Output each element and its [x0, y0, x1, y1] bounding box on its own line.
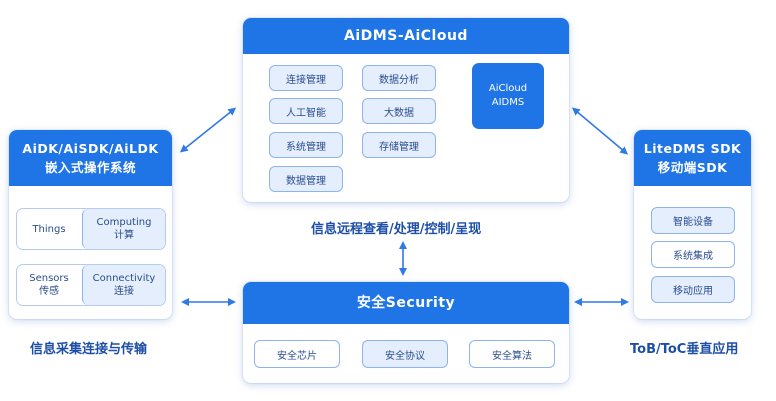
cloud-item-bigdata: 大数据	[362, 98, 436, 124]
left-header: AiDK/AiSDK/AiLDK 嵌入式操作系统	[9, 130, 172, 186]
connectivity-label-en: Connectivity	[92, 273, 156, 284]
cloud-item-data: 数据管理	[269, 166, 343, 192]
left-box: AiDK/AiSDK/AiLDK 嵌入式操作系统 Things Computin…	[9, 130, 172, 319]
sensors-label-zh: 传感	[39, 286, 59, 297]
cloud-item-storage: 存储管理	[362, 132, 436, 158]
cloud-side-line1: AiCloud	[488, 83, 528, 94]
cloud-item-connection: 连接管理	[269, 65, 343, 91]
left-title-line2: 嵌入式操作系统	[44, 160, 136, 175]
security-item-protocol: 安全协议	[362, 340, 448, 368]
connectivity-cell: Connectivity 连接	[82, 265, 165, 305]
right-caption: ToB/ToC垂直应用	[630, 342, 739, 357]
things-label: Things	[32, 223, 66, 235]
computing-label-en: Computing	[96, 217, 152, 228]
sensors-cell: Sensors 传感	[17, 265, 81, 305]
security-item-chip: 安全芯片	[254, 340, 340, 368]
right-title-line2: 移动端SDK	[657, 160, 728, 175]
right-item-integration: 系统集成	[651, 241, 735, 268]
left-pair-sensors: Sensors 传感 Connectivity 连接	[16, 264, 166, 306]
cloud-title: AiDMS-AiCloud	[243, 18, 569, 54]
computing-cell: Computing 计算	[82, 209, 165, 249]
cloud-item-ai: 人工智能	[269, 98, 343, 124]
sensors-label-en: Sensors	[29, 273, 69, 284]
left-title-line1: AiDK/AiSDK/AiLDK	[22, 141, 159, 156]
right-item-mobile-app: 移动应用	[651, 276, 735, 303]
cloud-side-line2: AIDMS	[491, 97, 525, 108]
arrow-cloud-right	[571, 107, 629, 155]
security-box: 安全Security 安全芯片 安全协议 安全算法	[243, 282, 569, 383]
left-caption: 信息采集连接与传输	[30, 342, 148, 357]
arrow-left-cloud	[179, 107, 237, 153]
right-title-line1: LiteDMS SDK	[643, 141, 742, 156]
cloud-item-analysis: 数据分析	[362, 65, 436, 91]
security-title: 安全Security	[243, 282, 569, 324]
cloud-caption: 信息远程查看/处理/控制/呈现	[311, 222, 482, 237]
left-pair-things: Things Computing 计算	[16, 208, 166, 250]
right-header: LiteDMS SDK 移动端SDK	[634, 130, 751, 186]
cloud-side-block: AiCloud AIDMS	[472, 63, 544, 129]
connectivity-label-zh: 连接	[114, 286, 134, 297]
cloud-box: AiDMS-AiCloud 连接管理 人工智能 系统管理 数据管理 数据分析 大…	[243, 18, 569, 202]
cloud-item-system: 系统管理	[269, 132, 343, 158]
computing-label-zh: 计算	[114, 230, 134, 241]
right-item-smart-device: 智能设备	[651, 207, 735, 234]
right-box: LiteDMS SDK 移动端SDK 智能设备 系统集成 移动应用	[634, 130, 751, 319]
security-item-algorithm: 安全算法	[469, 340, 555, 368]
